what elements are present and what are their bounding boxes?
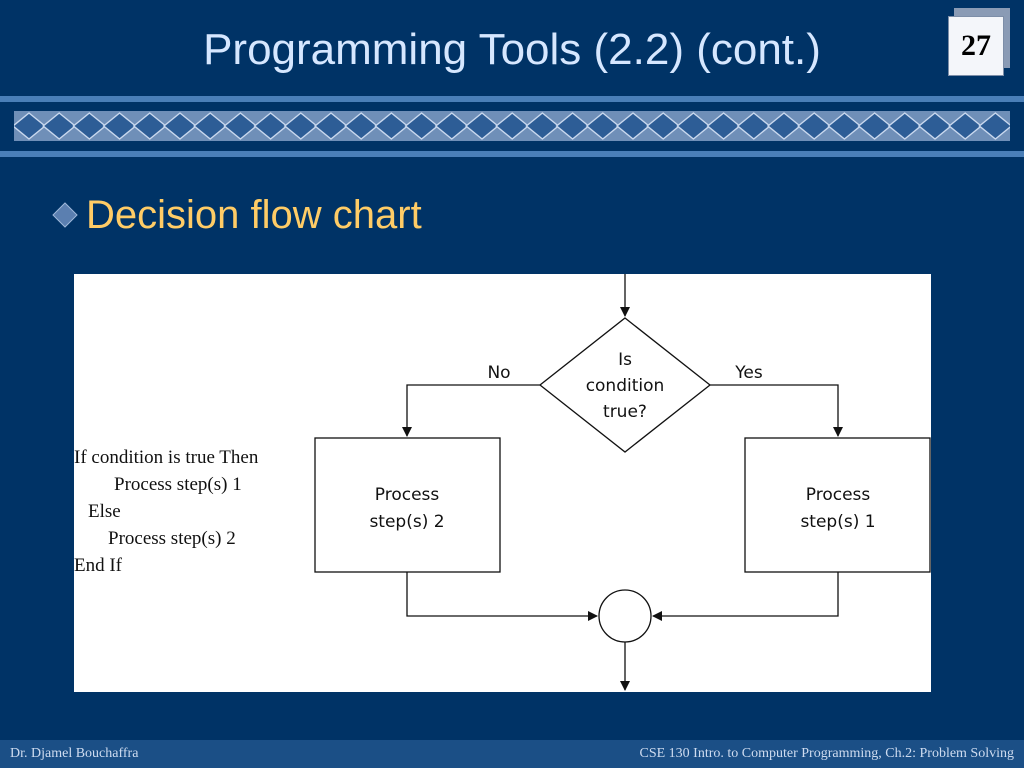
slide-title: Programming Tools (2.2) (cont.) — [203, 25, 821, 74]
pseudocode-line: Process step(s) 1 — [114, 474, 242, 495]
decision-label-line-2: condition — [586, 376, 665, 396]
right-process-line-1: Process — [806, 485, 871, 505]
decision-label-line-3: true? — [603, 402, 647, 422]
left-merge-arrow — [406, 572, 598, 621]
connector-circle — [598, 589, 652, 643]
header-rule-top — [0, 96, 1024, 102]
page-number-badge: 27 — [948, 8, 1010, 76]
pseudocode-line: End If — [74, 555, 123, 576]
pseudocode-block: If condition is true Then Process step(s… — [74, 444, 258, 579]
yes-branch-arrow — [710, 384, 843, 437]
no-branch-arrow — [402, 384, 540, 437]
left-process-line-1: Process — [375, 485, 440, 505]
pseudocode-line: Process step(s) 2 — [108, 528, 236, 549]
process-box-right — [744, 437, 931, 573]
diamond-bullet-icon — [52, 202, 78, 228]
flowchart-figure: If condition is true Then Process step(s… — [74, 274, 931, 692]
right-process-line-2: step(s) 1 — [800, 512, 875, 532]
no-label: No — [487, 363, 510, 383]
process-box-left — [314, 437, 501, 573]
pseudocode-line: Else — [88, 501, 121, 522]
diamond-border — [14, 111, 1010, 141]
bullet-text: Decision flow chart — [86, 193, 422, 237]
left-process-line-2: step(s) 2 — [369, 512, 444, 532]
decision-label-line-1: Is — [618, 350, 632, 370]
pseudocode-line: If condition is true Then — [74, 447, 259, 468]
header-rule-bottom — [0, 151, 1024, 157]
decision-diamond — [538, 317, 712, 453]
page-number: 27 — [948, 16, 1004, 76]
right-merge-arrow — [652, 572, 839, 621]
yes-label: Yes — [734, 363, 763, 383]
footer-course: CSE 130 Intro. to Computer Programming, … — [639, 746, 1015, 761]
footer-author: Dr. Djamel Bouchaffra — [10, 746, 139, 761]
footer-bar — [0, 740, 1024, 768]
flowchart-diagram: Is condition true? No Yes Process step(s… — [314, 274, 931, 691]
